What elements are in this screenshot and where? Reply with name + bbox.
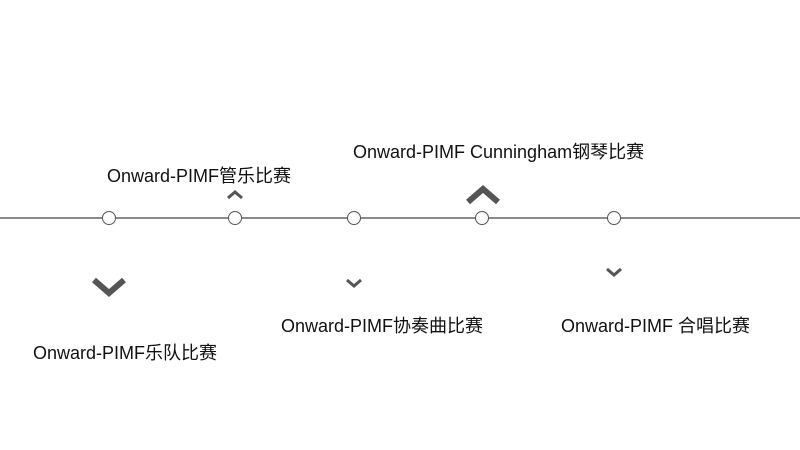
event-label-piano: Onward-PIMF Cunningham钢琴比赛 [353, 142, 645, 162]
timeline-node-2 [228, 211, 242, 225]
chevron-down-icon [346, 278, 362, 288]
timeline-axis [0, 217, 800, 219]
chevron-up-icon [466, 185, 500, 205]
chevron-up-icon [227, 190, 243, 200]
event-label-band: Onward-PIMF乐队比赛 [33, 343, 218, 363]
chevron-down-icon [606, 267, 622, 277]
event-label-concerto: Onward-PIMF协奏曲比赛 [281, 316, 484, 336]
event-label-wind: Onward-PIMF管乐比赛 [107, 166, 292, 186]
event-label-choir: Onward-PIMF 合唱比赛 [561, 316, 751, 336]
timeline-node-5 [607, 211, 621, 225]
timeline-node-3 [347, 211, 361, 225]
timeline-node-4 [475, 211, 489, 225]
timeline-node-1 [102, 211, 116, 225]
chevron-down-icon [92, 277, 126, 297]
